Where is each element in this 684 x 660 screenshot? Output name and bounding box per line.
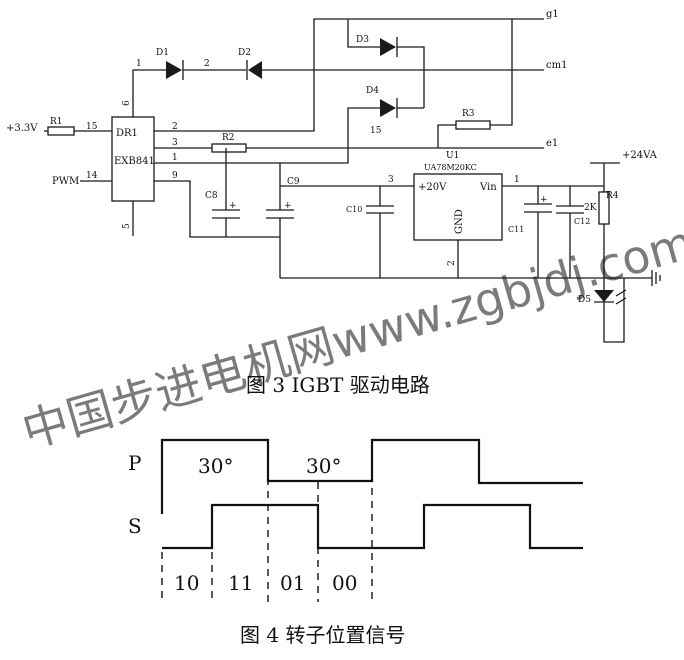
r2-label: R2: [222, 133, 235, 143]
c8-plus: +: [229, 201, 237, 211]
fig3-caption: 图 3 IGBT 驱动电路: [246, 373, 430, 397]
v24-label: +24VA: [622, 150, 658, 161]
resistor-r3: [455, 120, 491, 130]
pin5-label: 5: [122, 223, 132, 229]
d1-label: D1: [156, 48, 169, 58]
pwm-label: PWM: [52, 176, 79, 187]
d4-pin-label: 15: [370, 126, 382, 136]
r1-label: R1: [50, 117, 63, 127]
diode-d3: [380, 38, 396, 56]
resistor-r1: [47, 126, 75, 136]
ground-icon: [651, 270, 661, 286]
watermark-text: 中国步进电机网www.zgbjdj.com: [16, 215, 684, 459]
igbt-driver-circuit: DR1 EXB841 +3.3V R1 15 PWM 14 6 1 5 D1 2…: [6, 9, 661, 343]
d5-label: D5: [578, 295, 591, 305]
d2-pin-label: 2: [204, 59, 210, 69]
c9-plus: +: [284, 201, 292, 211]
pin15-label: 15: [86, 122, 98, 132]
pin1-label: 1: [172, 153, 178, 163]
c10-label: C10: [346, 205, 362, 214]
u1-label: U1: [446, 151, 459, 161]
c9-label: C9: [287, 177, 300, 187]
code-label: 10: [174, 571, 199, 595]
c11-label: C11: [508, 225, 524, 234]
code-label: 01: [280, 571, 305, 595]
diode-d5: [594, 290, 614, 302]
rotor-position-timing: P S 30° 30° 10 11 01 00: [128, 438, 583, 602]
u-20v-label: +20V: [418, 182, 447, 193]
d1-pin-label: 1: [136, 59, 142, 69]
u-out-pin-label: 1: [514, 175, 520, 185]
d2-label: D2: [238, 48, 251, 58]
pin6-label: 6: [122, 100, 132, 106]
c11-plus: +: [540, 195, 548, 205]
fig4-caption: 图 4 转子位置信号: [240, 623, 405, 647]
d3-label: D3: [356, 35, 369, 45]
diode-d2: [248, 61, 262, 79]
pin3-label: 3: [172, 138, 178, 148]
code-label: 00: [332, 571, 357, 595]
input-3v3-label: +3.3V: [6, 123, 38, 134]
signal-s-trace: [162, 503, 583, 550]
resistor-r2: [211, 143, 247, 153]
u-gndpin-label: 2: [447, 260, 457, 266]
pin9-label: 9: [172, 171, 178, 181]
signal-p-trace: [160, 438, 583, 514]
d4-label: D4: [366, 86, 379, 96]
cm1-label: cm1: [546, 60, 567, 71]
row-p-label: P: [128, 451, 141, 475]
pin14-label: 14: [86, 171, 98, 181]
c12-label: C12: [574, 217, 590, 226]
row-s-label: S: [128, 514, 142, 538]
g1-label: g1: [546, 9, 559, 20]
exb841-label: EXB841: [114, 156, 155, 167]
pin2-label: 2: [172, 122, 178, 132]
dr1-label: DR1: [116, 128, 138, 139]
angle-label-2: 30°: [306, 454, 341, 478]
u-gnd-label: GND: [454, 209, 465, 234]
c8-label: C8: [205, 191, 218, 201]
diode-d1: [166, 61, 182, 79]
angle-label-1: 30°: [198, 454, 233, 478]
code-label: 11: [228, 571, 253, 595]
2k-label: 2K: [584, 203, 597, 213]
r3-label: R3: [462, 109, 475, 119]
u-in-pin-label: 3: [388, 175, 394, 185]
e1-label: e1: [546, 138, 558, 149]
diode-d4: [380, 99, 396, 117]
ua78m20kc-label: UA78M20KC: [424, 163, 477, 172]
r4-label: R4: [606, 191, 619, 201]
u-vin-label: Vin: [479, 182, 497, 193]
